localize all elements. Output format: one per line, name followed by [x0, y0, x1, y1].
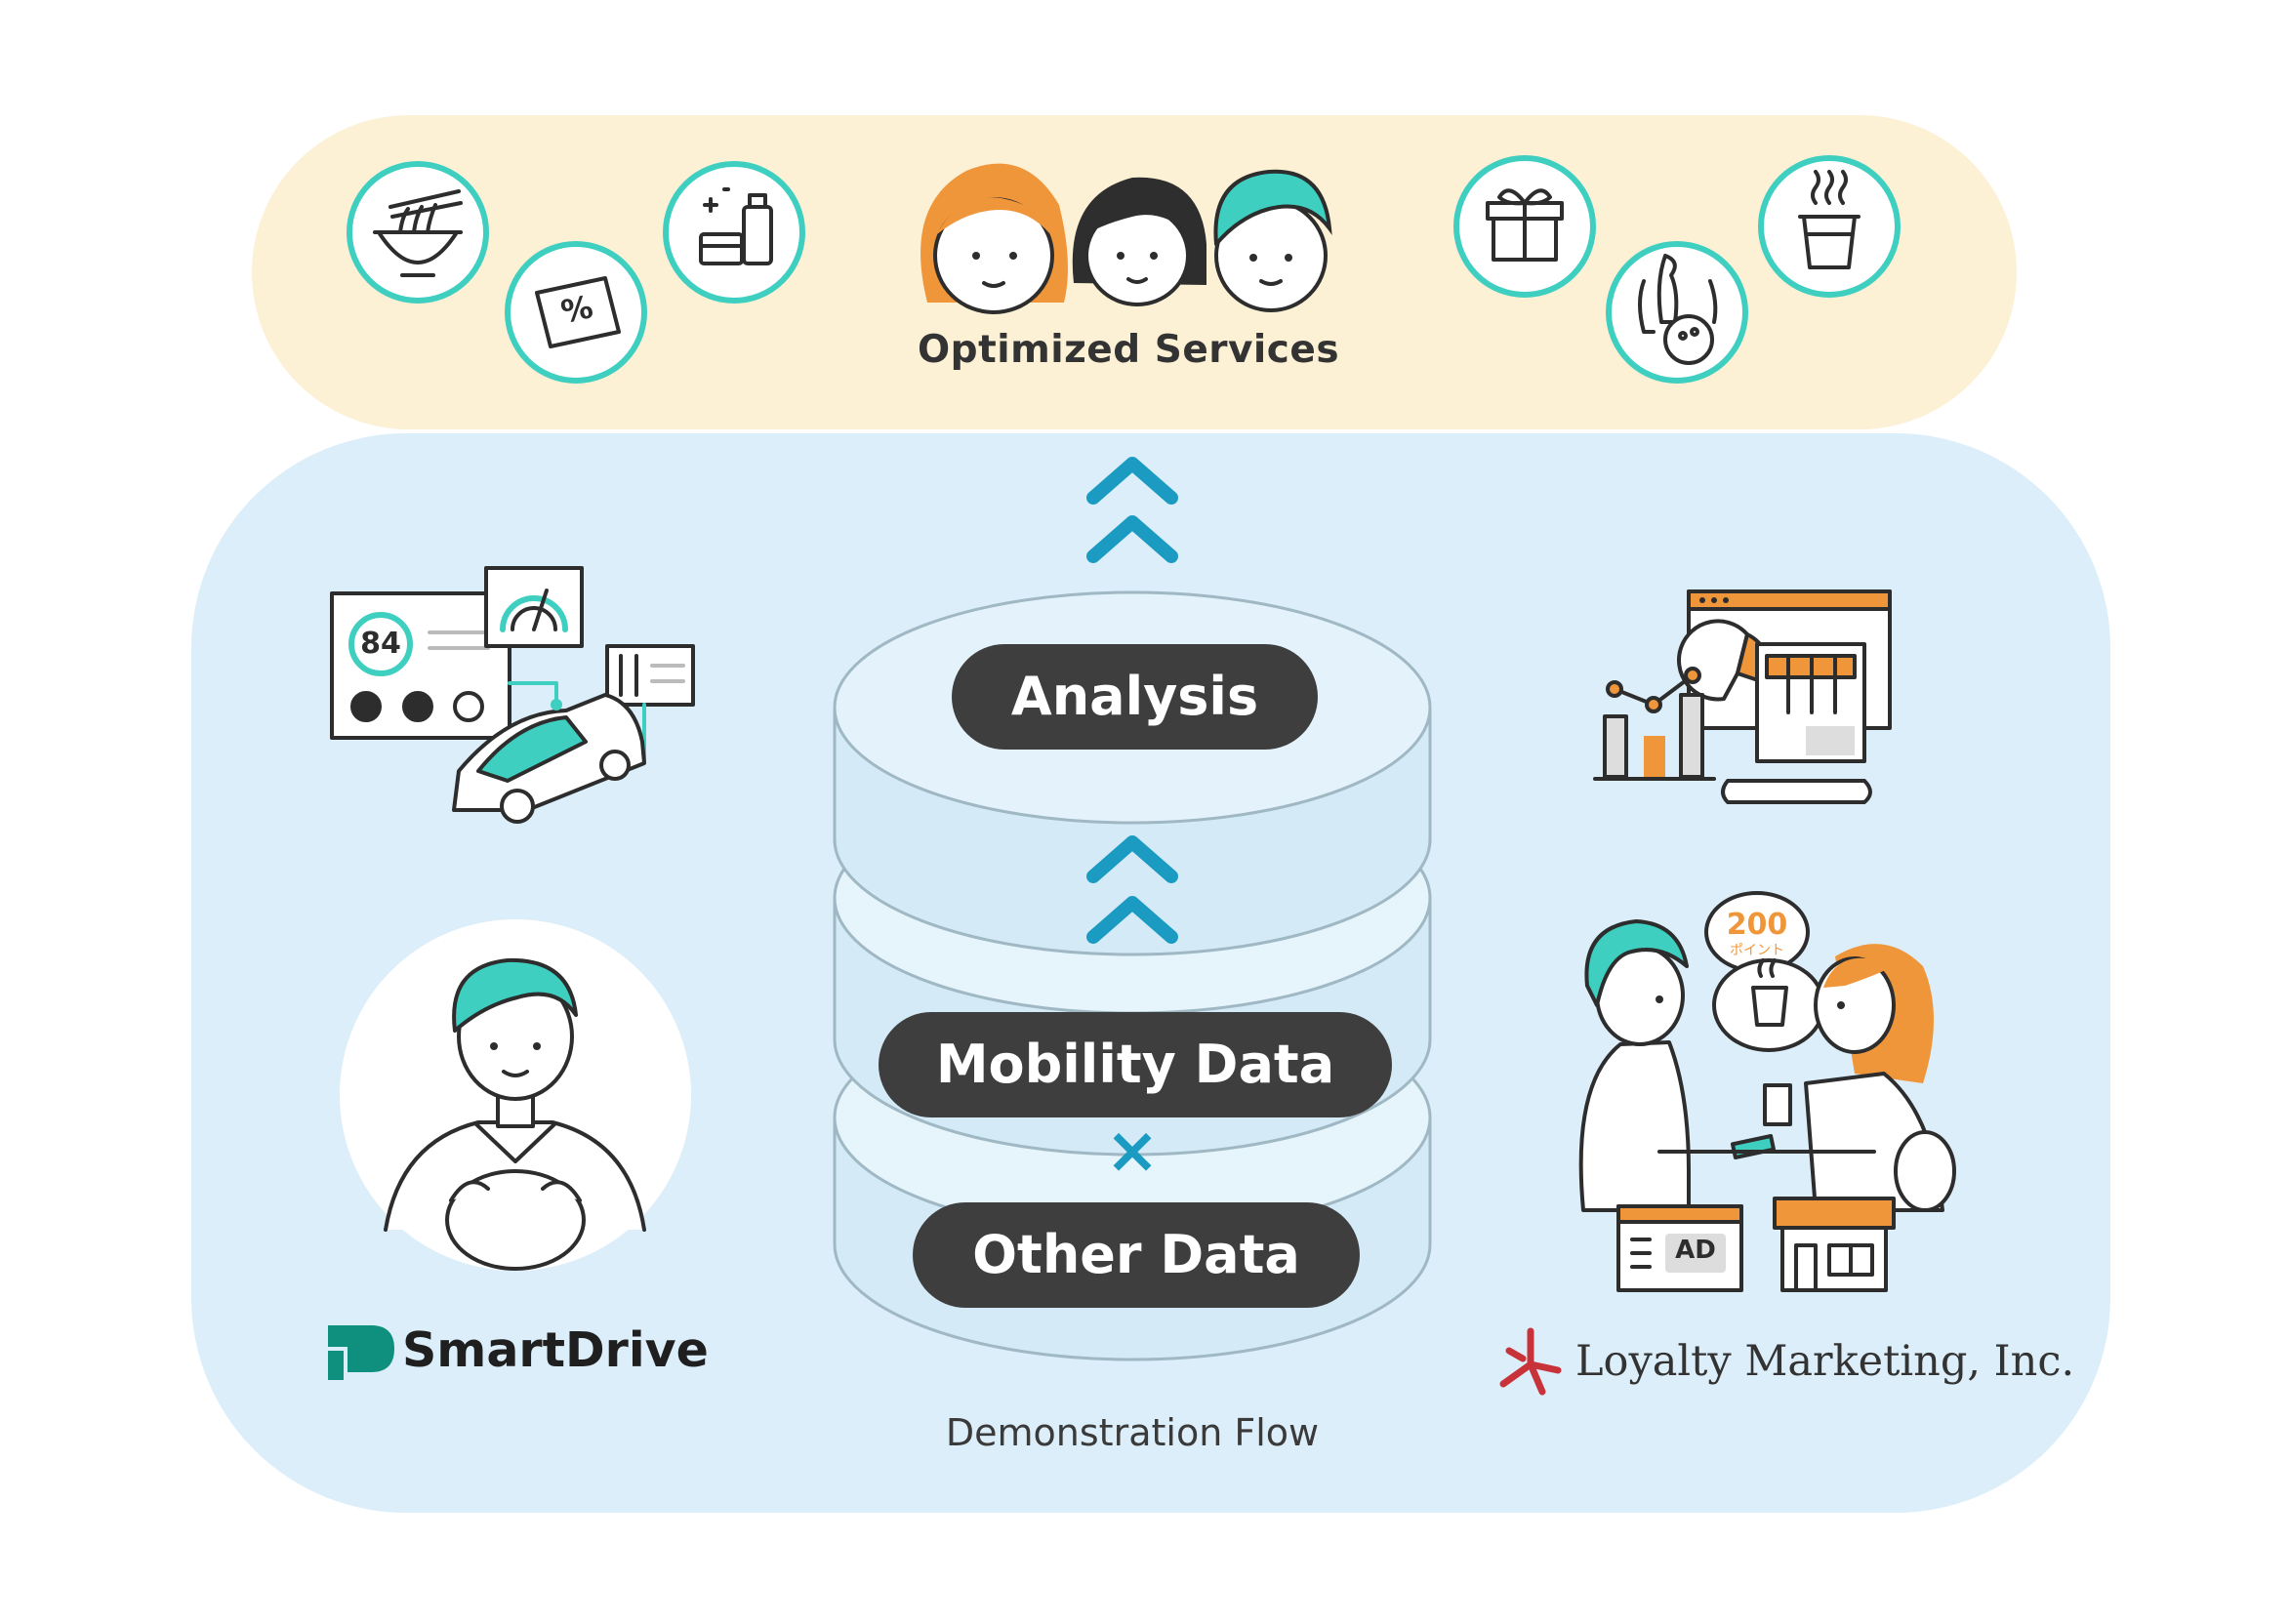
driver-illustration [340, 919, 691, 1271]
smartdrive-logo [328, 1325, 394, 1380]
up-arrows-top [1086, 457, 1178, 563]
car-telematics-illustration [330, 566, 695, 824]
driving-score-value: 84 [360, 627, 401, 661]
store-icon [1773, 1197, 1896, 1292]
customer-girl-black [1072, 177, 1206, 306]
brake-indicator-icon [453, 691, 484, 722]
noodle-bowl-icon [373, 189, 463, 277]
bowling-icon [1638, 254, 1718, 365]
other-data-label: Other Data [913, 1202, 1360, 1308]
mobility-data-label: Mobility Data [879, 1012, 1392, 1117]
loyalty-marketing-logo [1499, 1327, 1562, 1396]
gift-icon [1486, 188, 1564, 262]
points-value: 200 [1726, 908, 1788, 942]
ad-label: AD [1675, 1236, 1716, 1265]
cross-symbol: × [1105, 1113, 1160, 1188]
accelerate-indicator-icon [402, 691, 433, 722]
up-arrows-middle [1086, 835, 1178, 944]
turn-indicator-icon [350, 691, 382, 722]
optimized-services-title: Optimized Services [918, 328, 1340, 372]
steering-wheel-icon [445, 1169, 586, 1271]
customer-woman-orange [920, 163, 1068, 314]
loyalty-points-illustration [1578, 891, 1956, 1292]
loyalty-marketing-wordmark: Loyalty Marketing, Inc. [1575, 1337, 2075, 1386]
cleaning-products-icon [699, 187, 773, 265]
analysis-label: Analysis [952, 644, 1318, 750]
hot-drink-icon [1798, 170, 1861, 269]
points-unit: ポイント [1730, 943, 1784, 958]
analytics-illustration [1593, 589, 1892, 804]
customer-boy-teal [1213, 169, 1332, 312]
customers-illustration [920, 163, 1332, 314]
bubble-cup-icon [1751, 986, 1788, 1027]
smartdrive-wordmark: SmartDrive [402, 1322, 709, 1378]
coupon-icon [535, 276, 621, 348]
demonstration-flow-caption: Demonstration Flow [945, 1411, 1320, 1454]
speedometer-panel [484, 566, 584, 648]
